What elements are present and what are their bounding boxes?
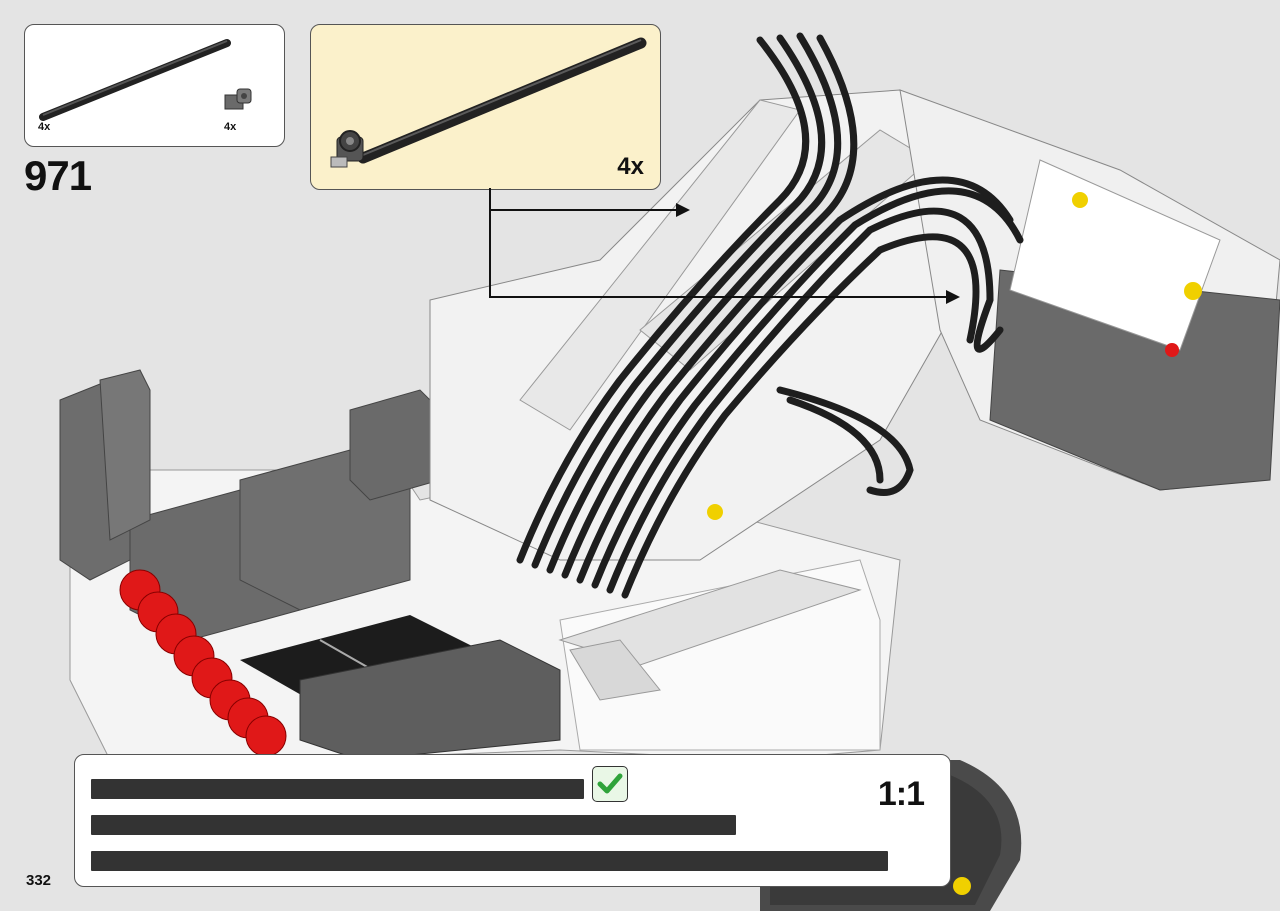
- red-cylinders: [119, 569, 287, 757]
- parts-list-box: 4x 4x: [24, 24, 285, 147]
- excavator-body: [69, 389, 901, 761]
- axle-part-icon: [39, 39, 231, 121]
- connector-part-icon: [224, 88, 252, 110]
- axle-quantity: 4x: [38, 121, 51, 133]
- checkmark-icon: [592, 766, 628, 802]
- connector-quantity: 4x: [224, 121, 237, 133]
- instruction-bar-2: [91, 815, 736, 835]
- hydraulic-hoses: [516, 32, 1024, 599]
- sub-assembly-icon: [330, 37, 647, 168]
- instruction-bar-1: [91, 779, 584, 799]
- sub-assembly-box: 4x: [310, 24, 661, 190]
- instruction-box: 1:1: [74, 754, 951, 887]
- rear-frame: [59, 369, 151, 581]
- page-number: 332: [26, 872, 52, 889]
- step-number: 971: [24, 152, 92, 199]
- scale-indicator: 1:1: [877, 775, 925, 813]
- instruction-bar-3: [91, 851, 888, 871]
- sub-assembly-quantity: 4x: [617, 153, 644, 180]
